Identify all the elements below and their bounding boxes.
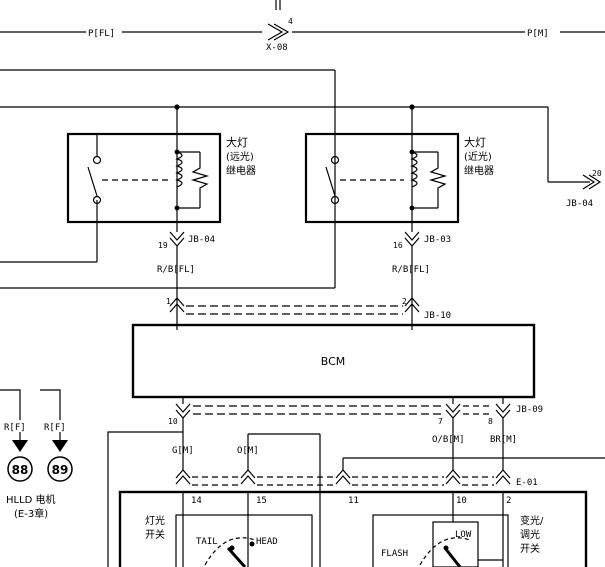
- dimmer-label-3: 开关: [520, 542, 540, 555]
- jb09-pin-7: 7: [438, 417, 443, 426]
- jb04-right-label: JB-04: [566, 199, 593, 209]
- hlld-caption-1: HLLD 电机: [6, 493, 56, 506]
- low-relay-jb: JB-03: [424, 235, 451, 245]
- high-relay-label-2: (远光): [226, 150, 254, 163]
- e01-pin-10: 10: [456, 496, 467, 506]
- light-switch-pivot: [229, 545, 235, 551]
- hlld-node-circles: [7, 456, 73, 482]
- low-beam-relay: [304, 132, 460, 224]
- conn-p-fl-label: P[FL]: [88, 29, 115, 39]
- light-switch-label-2: 开关: [145, 528, 165, 541]
- light-switch-tail: TAIL: [196, 537, 218, 547]
- high-relay-wire: R/B[FL]: [157, 265, 195, 275]
- x08-connector-label: X-08: [266, 43, 288, 53]
- high-beam-relay: [66, 132, 222, 224]
- hlld-node-89: 89: [52, 463, 69, 477]
- jb04-right-connector: [582, 174, 602, 190]
- low-relay-output-wire: [404, 222, 420, 330]
- high-relay-label-1: 大灯: [226, 135, 248, 149]
- wire-g-m: G[M]: [172, 446, 194, 456]
- bcm-label: BCM: [321, 355, 346, 368]
- jb10-pin-1: 1: [166, 297, 171, 306]
- high-relay-pin: 19: [158, 241, 168, 250]
- e01-pin-15: 15: [256, 496, 267, 506]
- relay-feed-wires: [0, 69, 590, 289]
- high-relay-jb: JB-04: [188, 235, 215, 245]
- e01-pin-14: 14: [191, 496, 202, 506]
- wire-ob-m: O/B[M]: [432, 435, 465, 445]
- dimmer-low: LOW: [455, 530, 472, 540]
- hlld-caption-2: (E-3章): [14, 507, 48, 520]
- light-switch-label-1: 灯光: [145, 514, 165, 527]
- hlld-node-88: 88: [12, 463, 29, 477]
- top-bus: [0, 0, 605, 41]
- hlld-wire-2: R[F]: [44, 423, 66, 433]
- jb09-pin-8: 8: [488, 417, 493, 426]
- e01-connector: [175, 469, 511, 486]
- jb10-label: JB-10: [424, 311, 451, 321]
- low-relay-wire: R/B[FL]: [392, 265, 430, 275]
- bcm-to-switch-wires: [107, 418, 605, 567]
- e01-pin-2: 2: [506, 496, 511, 506]
- low-relay-label-3: 继电器: [464, 164, 494, 177]
- e01-pin-11: 11: [348, 496, 359, 506]
- junction-dot: [409, 104, 415, 110]
- jb10-pin-2: 2: [402, 297, 407, 306]
- bcm-box: [131, 323, 536, 399]
- dimmer-label-1: 变光/: [520, 514, 544, 527]
- light-switch-head: HEAD: [256, 537, 278, 547]
- dimmer-pivot: [443, 545, 449, 551]
- low-relay-label-2: (近光): [464, 150, 492, 163]
- jb09-label: JB-09: [516, 405, 543, 415]
- jb04-right-pin: 20: [592, 169, 602, 178]
- jb10-connector: [169, 297, 420, 315]
- hlld-wires: [0, 389, 61, 420]
- wire-br-m: BR[M]: [490, 435, 517, 445]
- dimmer-switch: [372, 492, 509, 567]
- dimmer-label-2: 调光: [520, 528, 540, 541]
- high-relay-output-wire: [169, 222, 185, 330]
- x08-pin-label: 4: [288, 17, 293, 26]
- light-switch-head-contact: [249, 541, 255, 547]
- hlld-wire-1: R[F]: [4, 423, 26, 433]
- junction-dot: [174, 104, 180, 110]
- dimmer-flash: FLASH: [381, 549, 408, 559]
- jb09-connector: [175, 397, 511, 419]
- switch-assembly-box: [118, 490, 588, 567]
- hlld-arrows: [12, 432, 68, 452]
- light-switch: [175, 492, 313, 567]
- low-relay-label-1: 大灯: [464, 135, 486, 149]
- wire-o-m: O[M]: [237, 446, 259, 456]
- e01-label: E-01: [516, 478, 538, 488]
- high-relay-label-3: 继电器: [226, 164, 256, 177]
- jb09-pin-10: 10: [168, 417, 178, 426]
- conn-p-m-label: P[M]: [527, 29, 549, 39]
- low-relay-pin: 16: [393, 241, 403, 250]
